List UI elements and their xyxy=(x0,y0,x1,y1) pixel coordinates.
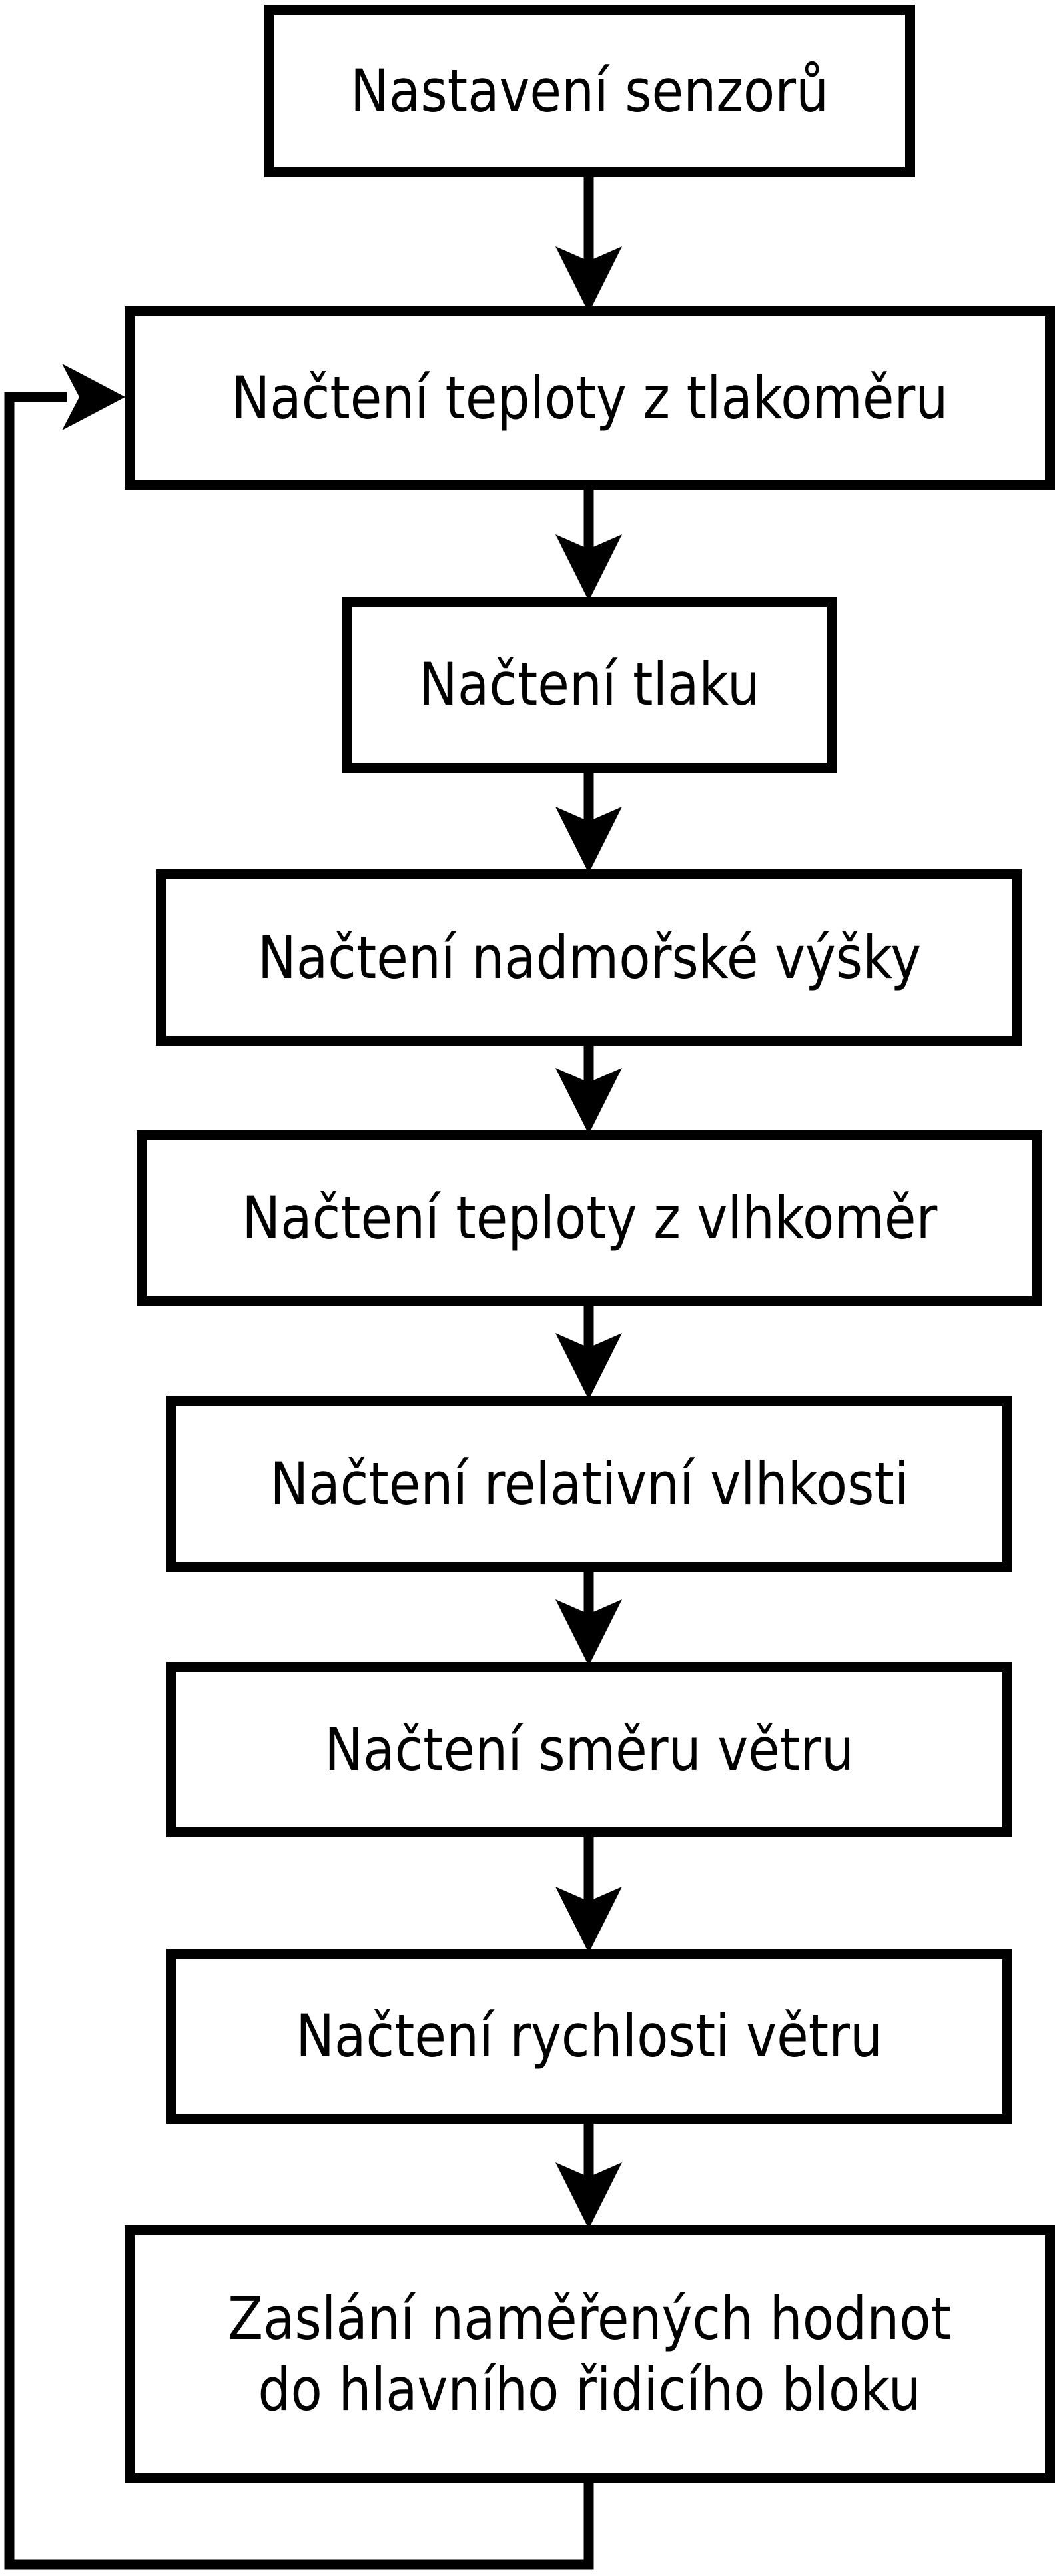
node-label-line: Načtení rychlosti větru xyxy=(295,2002,882,2071)
flow-arrow-2-3 xyxy=(555,486,622,601)
arrowhead-right xyxy=(62,364,125,430)
node-nacteni-smeru-vetru: Načtení směru větru xyxy=(166,1662,1012,1837)
node-label-line: Načtení relativní vlhkosti xyxy=(270,1449,908,1518)
flow-arrow-3-4 xyxy=(555,769,622,873)
node-nacteni-rychlosti-vetru: Načtení rychlosti větru xyxy=(166,1949,1012,2124)
node-label-line: Nastavení senzorů xyxy=(350,56,829,125)
loop-back-arrow xyxy=(4,364,594,2570)
node-nacteni-relativni-vlhkosti: Načtení relativní vlhkosti xyxy=(166,1396,1012,1572)
arrowhead-down xyxy=(555,1599,622,1666)
flow-arrow-1-2 xyxy=(555,173,622,313)
node-nastaveni-senzoru: Nastavení senzorů xyxy=(264,5,915,177)
arrowhead-down xyxy=(555,1887,622,1953)
node-nacteni-nadmorske-vysky: Načtení nadmořské výšky xyxy=(156,869,1022,1046)
flow-arrow-4-5 xyxy=(555,1043,622,1134)
node-label: Načtení teploty z vlhkoměr xyxy=(242,1182,937,1254)
node-label-line: Načtení teploty z tlakoměru xyxy=(231,363,948,432)
arrowhead-down xyxy=(555,534,622,601)
node-label-line: Načtení nadmořské výšky xyxy=(257,923,921,992)
node-nacteni-teploty-z-tlakomeru: Načtení teploty z tlakoměru xyxy=(125,306,1055,490)
node-label-line: Zaslání naměřených hodnot xyxy=(228,2284,952,2353)
node-label: Zaslání naměřených hodnot do hlavního ři… xyxy=(228,2283,951,2426)
node-label: Načtení směru větru xyxy=(324,1714,854,1785)
node-zaslani-namerenych-hodnot: Zaslání naměřených hodnot do hlavního ři… xyxy=(125,2225,1055,2483)
node-label-line: Načtení teploty z vlhkoměr xyxy=(241,1183,938,1252)
arrowhead-down xyxy=(555,246,622,313)
node-label: Načtení tlaku xyxy=(418,649,759,720)
node-nacteni-teploty-z-vlhkomeru: Načtení teploty z vlhkoměr xyxy=(137,1130,1042,1306)
arrowhead-down xyxy=(555,1068,622,1134)
arrowhead-down xyxy=(555,807,622,873)
flow-arrow-5-6 xyxy=(555,1302,622,1400)
arrowhead-down xyxy=(555,2162,622,2229)
node-label-line: do hlavního řidicího bloku xyxy=(258,2356,922,2424)
node-label: Načtení relativní vlhkosti xyxy=(270,1448,908,1519)
flow-arrow-8-9 xyxy=(555,2120,622,2229)
node-label-line: Načtení směru větru xyxy=(324,1715,854,1784)
node-label: Načtení teploty z tlakoměru xyxy=(231,362,948,434)
flow-arrow-6-7 xyxy=(555,1569,622,1666)
arrowhead-down xyxy=(555,1333,622,1400)
node-label-line: Načtení tlaku xyxy=(418,650,760,719)
flow-arrow-7-8 xyxy=(555,1834,622,1953)
node-label: Nastavení senzorů xyxy=(350,55,829,127)
node-label: Načtení nadmořské výšky xyxy=(257,922,920,993)
node-nacteni-tlaku: Načtení tlaku xyxy=(342,597,837,773)
node-label: Načtení rychlosti větru xyxy=(296,2000,882,2072)
